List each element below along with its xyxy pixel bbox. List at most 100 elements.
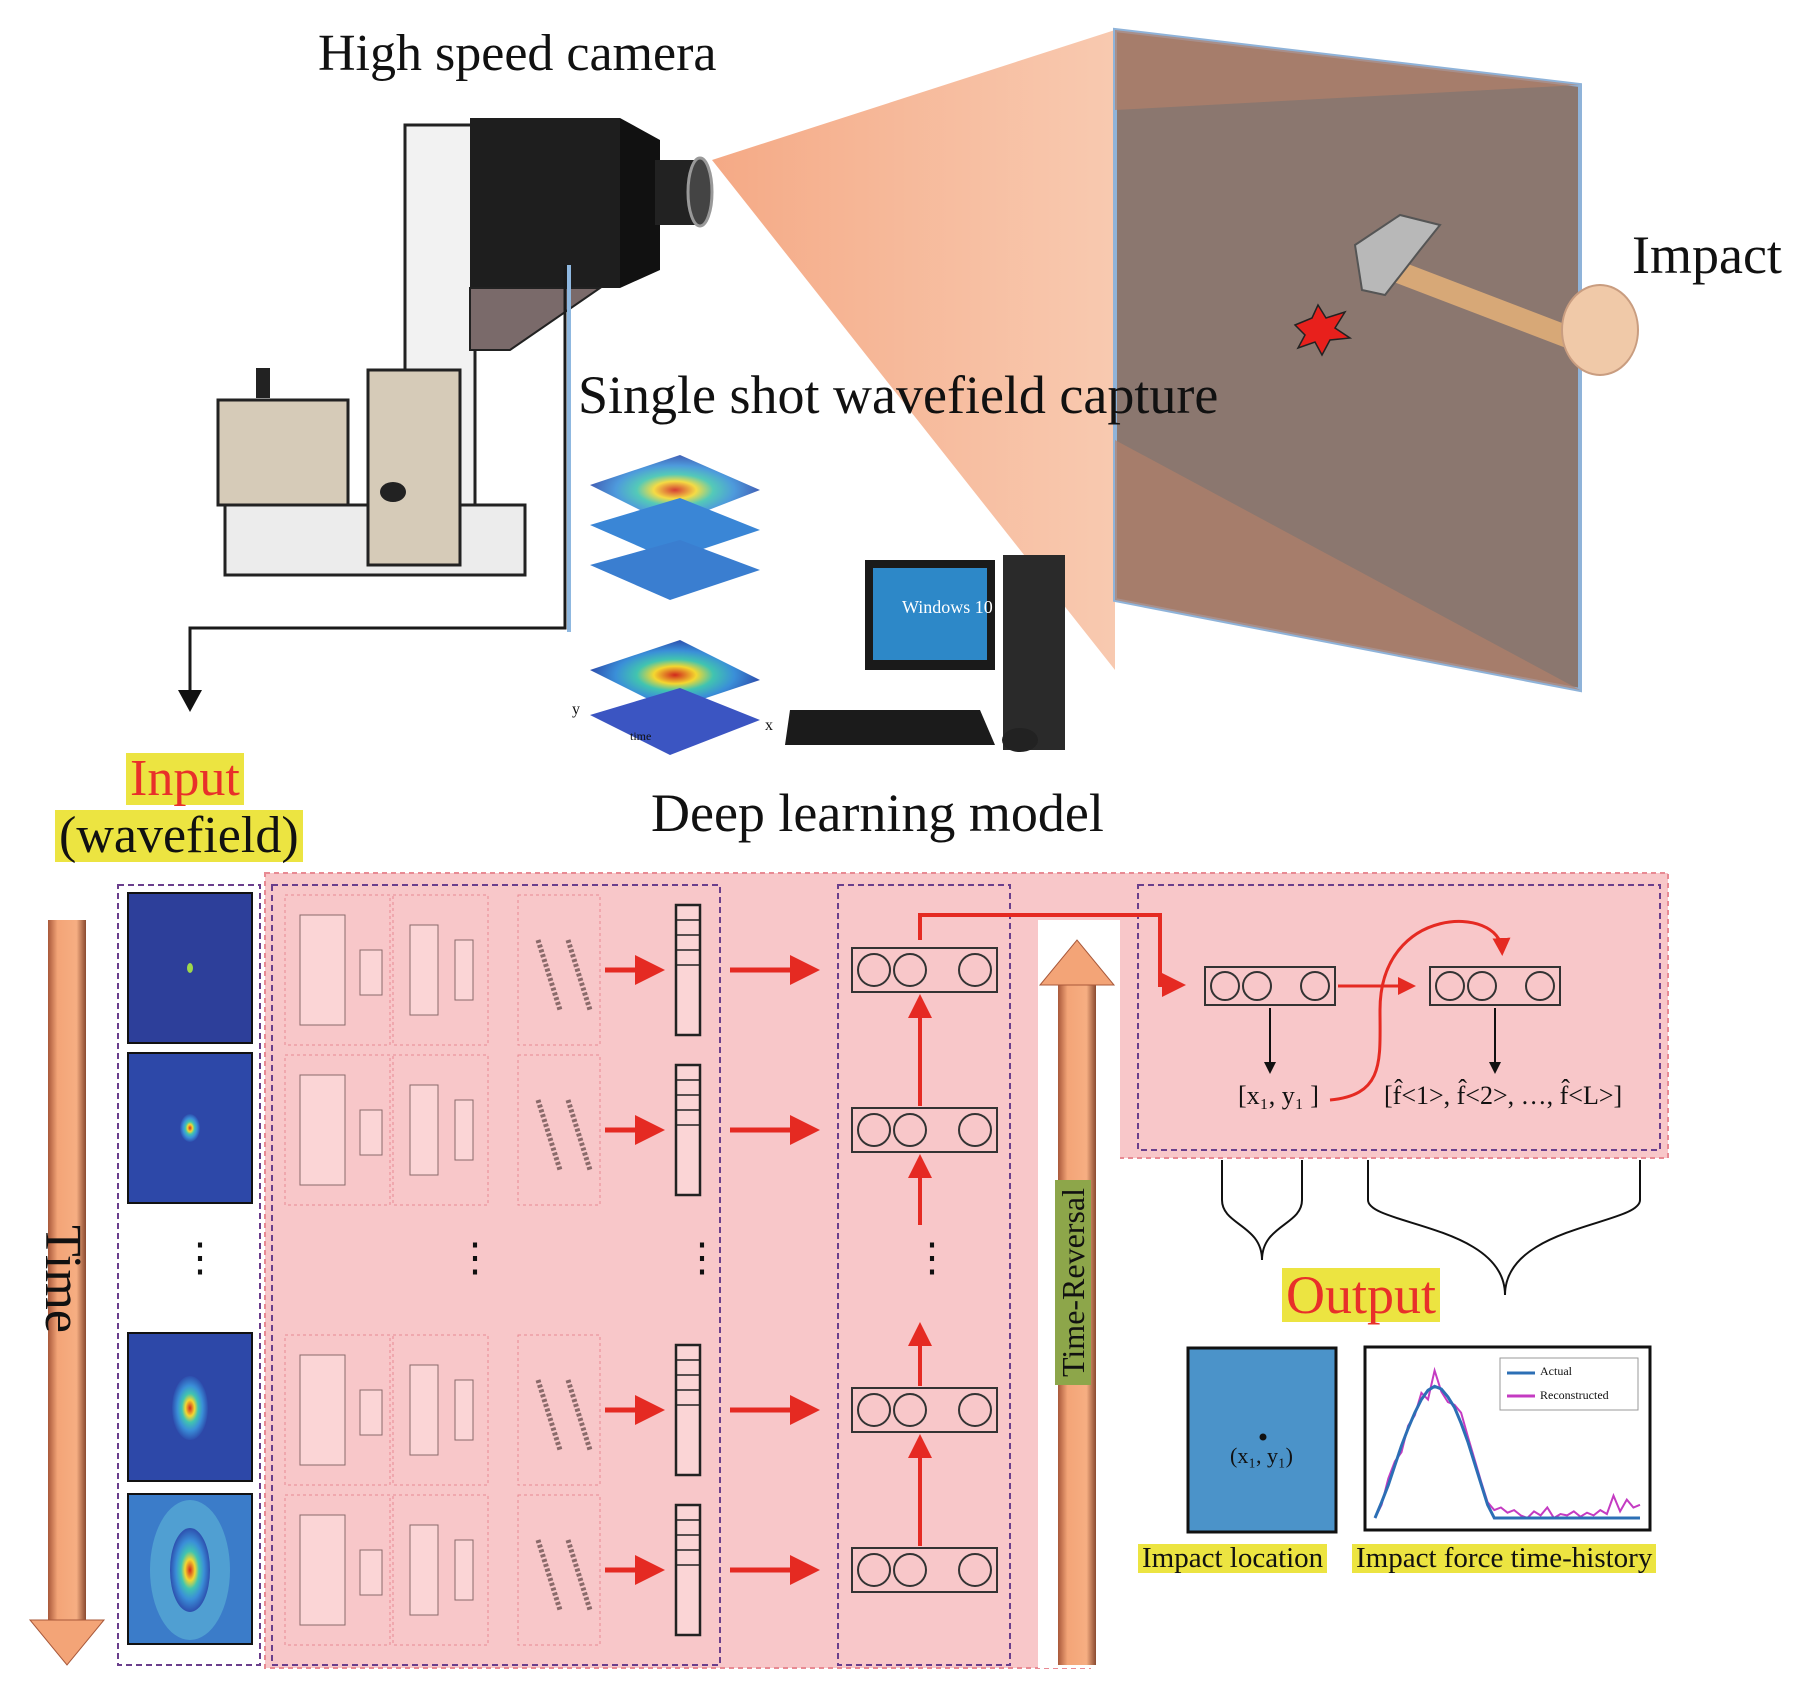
encoder-rnn-node	[851, 1107, 998, 1153]
wavefield-stack-icon	[590, 455, 760, 755]
feature-vector	[674, 1063, 702, 1197]
dense-units	[535, 1379, 563, 1451]
decoder-node-1	[1204, 966, 1336, 1006]
decoder-group	[1137, 884, 1661, 1151]
chart-legend	[1499, 1357, 1639, 1411]
feature-map	[299, 914, 346, 1026]
force-output-sequence: [f̂<1>, f̂<2>, …, f̂<L>]	[1384, 1081, 1623, 1110]
location-brace	[1221, 1160, 1303, 1261]
feature-map	[359, 1549, 383, 1596]
feature-vector	[674, 1343, 702, 1477]
encoder-rnn-node	[851, 1387, 998, 1433]
hammer-icon	[1353, 213, 1639, 376]
wavefield-frame-1	[127, 892, 253, 1044]
conv-block	[392, 1494, 489, 1646]
dense-units	[565, 939, 593, 1011]
legend-label-actual: Actual	[1540, 1364, 1572, 1378]
cnn-row	[284, 1054, 820, 1206]
dense-units	[535, 1539, 563, 1611]
legend-label-reconstructed: Reconstructed	[1540, 1388, 1609, 1402]
down-arrow-icon	[178, 690, 202, 712]
computer-icon	[785, 555, 1065, 752]
impact-location-map	[1186, 1346, 1338, 1534]
conv-block	[284, 1494, 391, 1646]
cnn-row	[284, 894, 820, 1046]
rnn-ellipsis: ⋮	[912, 1235, 952, 1280]
feature-map	[409, 1524, 439, 1616]
time-reversal-label: Time-Reversal	[1055, 1179, 1091, 1385]
dense-units	[535, 939, 563, 1011]
stack-axis-y: y	[572, 701, 580, 718]
feature-map	[359, 1389, 383, 1436]
feature-map	[359, 1109, 383, 1156]
force-brace	[1367, 1160, 1641, 1296]
conv-block	[392, 894, 489, 1046]
encoder-rnn-node	[851, 947, 998, 993]
impact-burst-icon	[1293, 303, 1353, 357]
location-point-label: (x₁, y₁)	[1230, 1443, 1293, 1468]
wavefield-frame-4	[127, 1493, 253, 1645]
feature-map	[299, 1074, 346, 1186]
feature-map	[454, 1539, 474, 1601]
input-sublabel: (wavefield)	[55, 810, 303, 862]
model-label: Deep learning model	[651, 783, 1104, 843]
dense-units	[565, 1539, 593, 1611]
conv-block	[517, 1054, 601, 1206]
dense-units	[565, 1379, 593, 1451]
impact-point-marker	[1259, 1433, 1267, 1441]
impact-location-caption: Impact location	[1138, 1544, 1328, 1573]
model-panel-background	[264, 872, 1669, 1669]
feature-map	[299, 1514, 346, 1626]
feature-map	[299, 1354, 346, 1466]
time-axis-label: Time	[34, 1225, 91, 1333]
conv-block	[392, 1334, 489, 1486]
stack-axis-time: time	[630, 729, 652, 743]
conv-block	[392, 1054, 489, 1206]
feature-map	[454, 939, 474, 1001]
feature-map	[409, 1364, 439, 1456]
cnn-row	[284, 1494, 820, 1646]
dense-units	[565, 1099, 593, 1171]
feature-map	[359, 949, 383, 996]
input-label: Input	[126, 753, 244, 805]
dense-units	[535, 1099, 563, 1171]
impact-force-caption: Impact force time-history	[1352, 1544, 1657, 1573]
cnn-row	[284, 1334, 820, 1486]
feature-map	[409, 1084, 439, 1176]
feedback-arrow	[1329, 919, 1511, 1102]
camera-label: High speed camera	[318, 25, 717, 82]
stack-axis-x: x	[765, 717, 773, 734]
feature-vector	[674, 1503, 702, 1637]
cnn-ellipsis: ⋮	[455, 1235, 495, 1280]
series-line-reconstructed	[1374, 1366, 1641, 1520]
test-structure-panel	[1113, 27, 1582, 693]
series-line-actual	[1373, 1384, 1640, 1520]
feature-map	[454, 1099, 474, 1161]
location-output-vector: [x₁, y₁ ]	[1238, 1081, 1319, 1110]
computer-screen-text: Windows 10	[902, 597, 993, 617]
encoder-rnn-node	[851, 1547, 998, 1593]
conv-block	[517, 1494, 601, 1646]
camera-field-of-view	[712, 30, 1115, 670]
output-label: Output	[1282, 1268, 1441, 1322]
wavefield-frame-2	[127, 1052, 253, 1204]
wavefield-frame-3	[127, 1332, 253, 1482]
capture-label: Single shot wavefield capture	[578, 365, 1219, 425]
feature-map	[409, 924, 439, 1016]
decoder-node-2	[1429, 966, 1561, 1006]
feature-map	[454, 1379, 474, 1441]
conv-block	[284, 1054, 391, 1206]
frames-ellipsis: ⋮	[180, 1235, 220, 1280]
feature-vector	[674, 903, 702, 1037]
encoder-rnn-group	[837, 884, 1011, 1666]
vector-ellipsis: ⋮	[682, 1235, 722, 1280]
impact-label: Impact	[1632, 225, 1782, 285]
conv-block	[284, 894, 391, 1046]
time-axis-arrow	[28, 920, 106, 1666]
data-transfer-line	[188, 265, 567, 690]
conv-block	[517, 894, 601, 1046]
cnn-group	[271, 884, 721, 1666]
conv-block	[284, 1334, 391, 1486]
context-connector	[918, 913, 1186, 997]
